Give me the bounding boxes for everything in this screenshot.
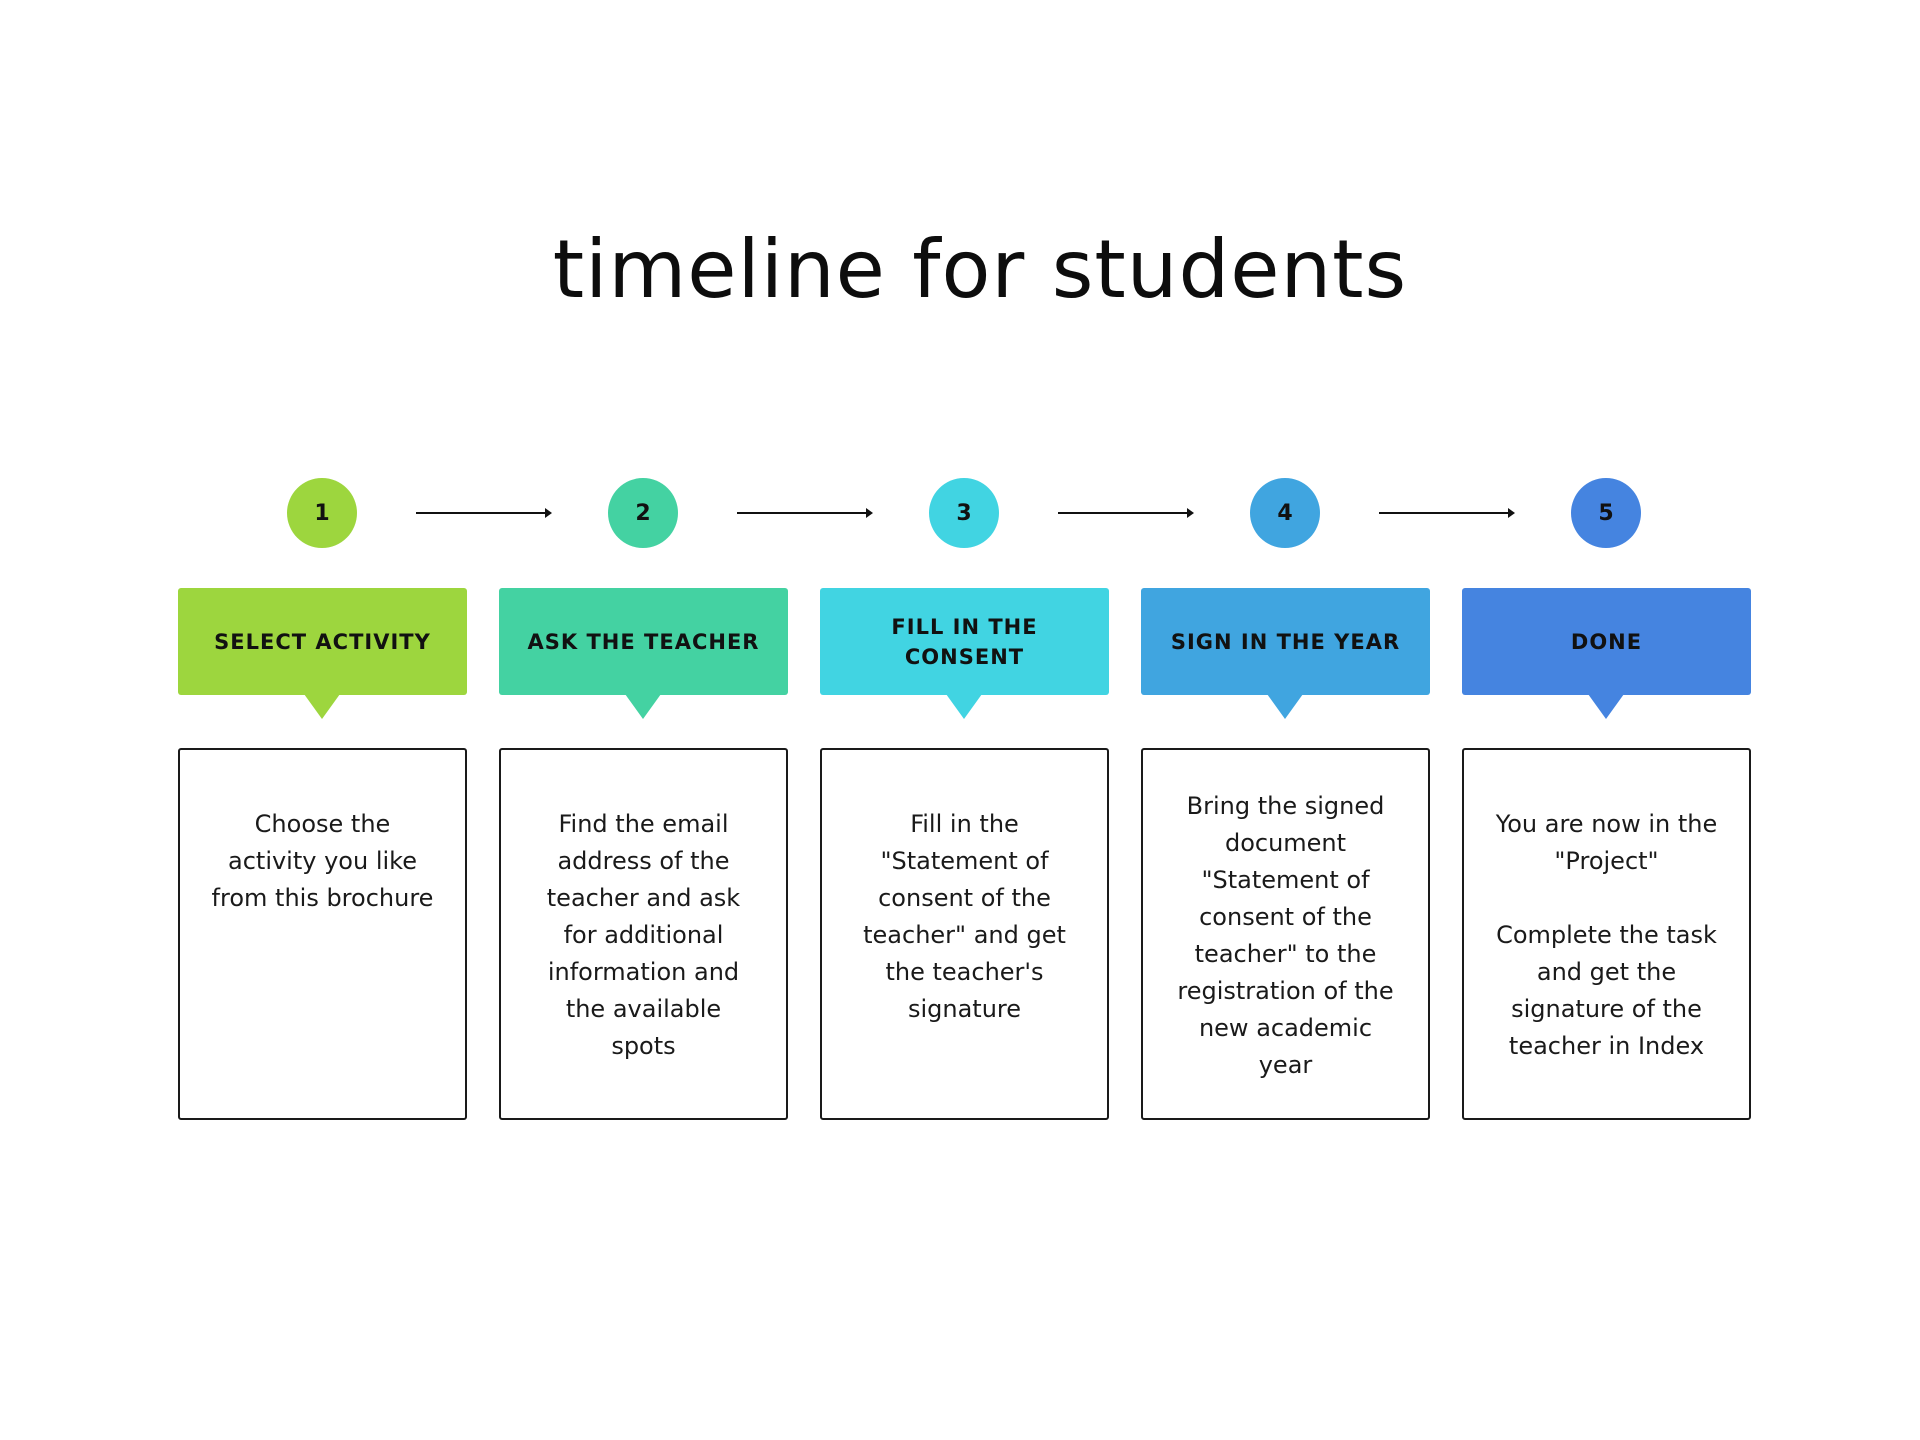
- step-description: You are now in the "Project" Complete th…: [1495, 810, 1718, 1060]
- speech-pointer-icon: [304, 694, 340, 719]
- arrow-right-icon: [1058, 508, 1194, 518]
- step-description-card: Choose the activity you like from this b…: [178, 748, 467, 1120]
- step-number-circle: 4: [1250, 478, 1320, 548]
- speech-pointer-icon: [625, 694, 661, 719]
- speech-pointer-icon: [1267, 694, 1303, 719]
- step-description: Find the email address of the teacher an…: [546, 810, 741, 1060]
- step-description-card: Fill in the "Statement of consent of the…: [820, 748, 1109, 1120]
- step-heading: SELECT ACTIVITY: [178, 588, 467, 695]
- step-description-card: Find the email address of the teacher an…: [499, 748, 788, 1120]
- arrow-right-icon: [416, 508, 552, 518]
- step-heading: FILL IN THE CONSENT: [820, 588, 1109, 695]
- step-description-card: Bring the signed document "Statement of …: [1141, 748, 1430, 1120]
- step-description: Bring the signed document "Statement of …: [1177, 792, 1394, 1079]
- step-description-card: You are now in the "Project" Complete th…: [1462, 748, 1751, 1120]
- step-number-circle: 3: [929, 478, 999, 548]
- step-description: Fill in the "Statement of consent of the…: [863, 810, 1066, 1023]
- step-heading: ASK THE TEACHER: [499, 588, 788, 695]
- step-heading: DONE: [1462, 588, 1751, 695]
- step-heading: SIGN IN THE YEAR: [1141, 588, 1430, 695]
- arrow-right-icon: [1379, 508, 1515, 518]
- speech-pointer-icon: [946, 694, 982, 719]
- arrow-right-icon: [737, 508, 873, 518]
- step-number-circle: 2: [608, 478, 678, 548]
- step-number-circle: 1: [287, 478, 357, 548]
- step-number-circle: 5: [1571, 478, 1641, 548]
- step-description: Choose the activity you like from this b…: [211, 810, 434, 912]
- diagram-title: timeline for students: [552, 223, 1408, 316]
- speech-pointer-icon: [1588, 694, 1624, 719]
